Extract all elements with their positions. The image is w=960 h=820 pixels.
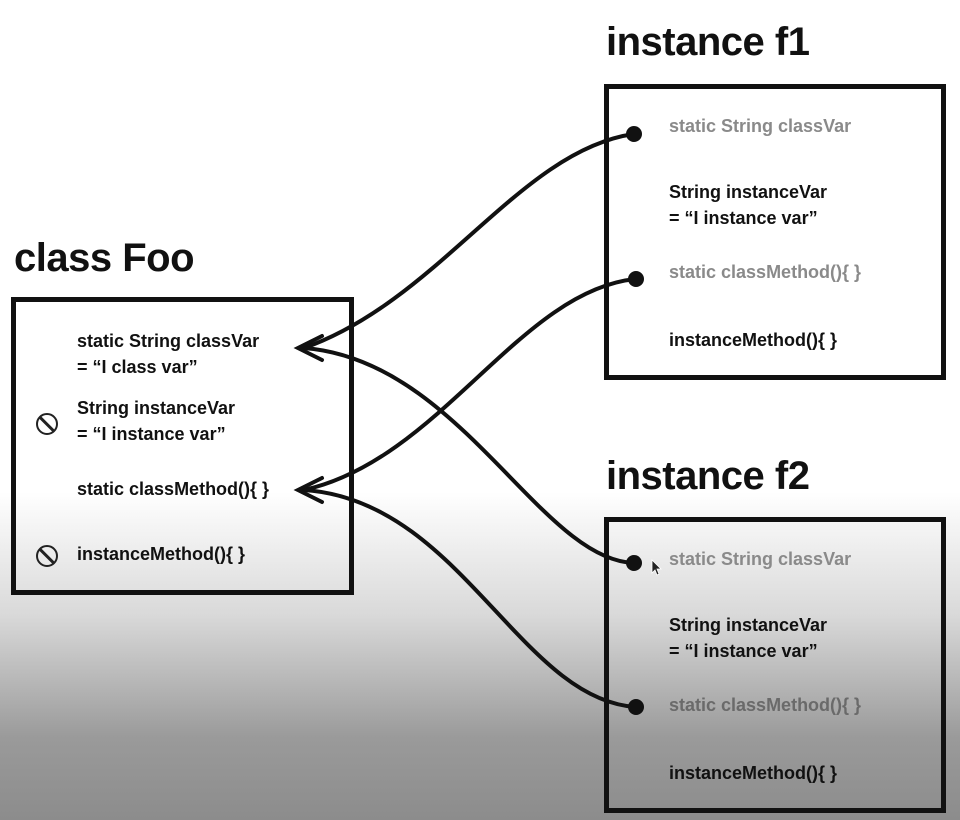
arrow-f1-classvar-to-foo (302, 132, 636, 350)
class-foo-classvar-line1: static String classVar (77, 331, 260, 351)
instance-f1-box (604, 84, 946, 380)
dot-f2-classvar (626, 555, 642, 571)
class-foo-box (11, 297, 354, 595)
arrow-f1-classmethod-to-foo (302, 277, 638, 492)
instance-f1-classmethod: static classMethod(){ } (669, 262, 862, 282)
instance-f2-classvar: static String classVar (669, 549, 852, 569)
class-foo-instancemethod: instanceMethod(){ } (77, 544, 246, 564)
dot-f2-classmethod (628, 699, 644, 715)
class-foo-instancevar-line2: = “I instance var” (77, 424, 226, 444)
arrow-f2-classmethod-to-foo (302, 488, 638, 709)
instance-f1-title: instance f1 (606, 20, 810, 64)
class-foo-title: class Foo (14, 236, 195, 280)
class-foo-instancevar-line1: String instanceVar (77, 398, 236, 418)
instance-f2-box (604, 517, 946, 813)
instance-f1-instancevar-line1: String instanceVar (669, 182, 828, 202)
instance-f2-instancevar-line2: = “I instance var” (669, 641, 818, 661)
arrowhead-classmethod (293, 476, 324, 504)
instance-f2-instancevar-line1: String instanceVar (669, 615, 828, 635)
mouse-cursor-icon (651, 559, 662, 576)
instance-f1-instancevar-line2: = “I instance var” (669, 208, 818, 228)
dot-f1-classvar (626, 126, 642, 142)
dot-f1-classmethod (628, 271, 644, 287)
arrowhead-classvar (293, 334, 324, 362)
instance-f1-instancemethod: instanceMethod(){ } (669, 330, 838, 350)
no-entry-icon (36, 545, 58, 567)
no-entry-icon (36, 413, 58, 435)
class-foo-classvar-line2: = “I class var” (77, 357, 198, 377)
instance-f2-title: instance f2 (606, 454, 810, 498)
arrow-f2-classvar-to-foo (302, 346, 636, 565)
instance-f1-classvar: static String classVar (669, 116, 852, 136)
instance-f2-instancemethod: instanceMethod(){ } (669, 763, 838, 783)
instance-f2-classmethod: static classMethod(){ } (669, 695, 862, 715)
class-foo-classmethod: static classMethod(){ } (77, 479, 270, 499)
